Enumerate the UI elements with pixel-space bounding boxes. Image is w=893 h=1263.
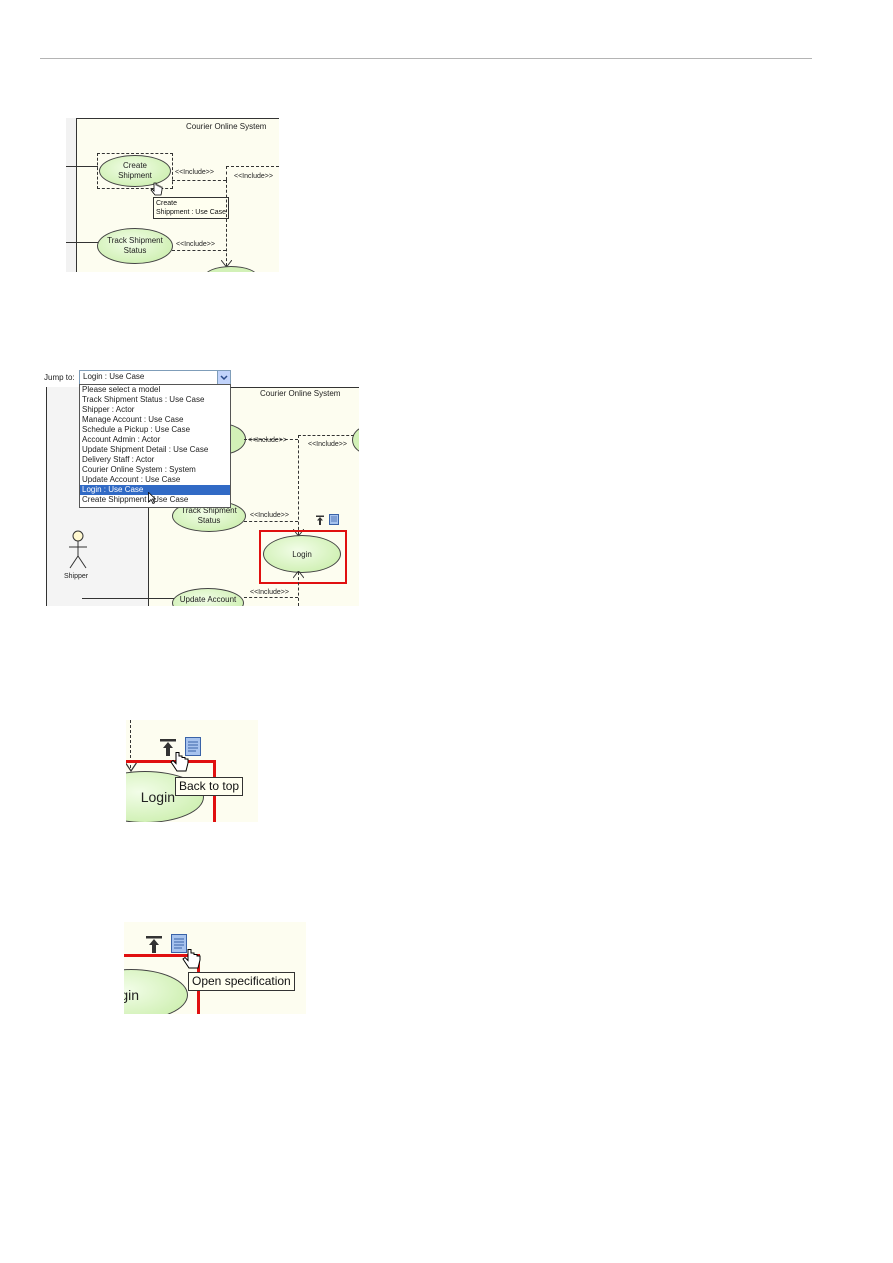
mouse-pointer-icon — [148, 492, 156, 504]
include-line-3v — [226, 180, 227, 266]
screenshot-usecase-tooltip: Courier Online System Create Shipment <<… — [66, 118, 279, 272]
hand-cursor-icon — [182, 949, 201, 969]
usecase-label: Track Shipment Status — [181, 506, 237, 525]
combobox-dropdown-button[interactable] — [217, 371, 230, 384]
system-boundary-top — [76, 118, 279, 119]
open-specification-tooltip: Open specification — [188, 972, 295, 991]
dropdown-option[interactable]: Account Admin : Actor — [82, 435, 161, 444]
include-line-1v — [226, 166, 227, 180]
back-to-top-icon[interactable] — [315, 515, 325, 525]
actor-label: Shipper — [64, 573, 89, 580]
selection-box — [97, 153, 173, 189]
screenshot-back-to-top: Login Back to top — [126, 720, 258, 822]
open-specification-icon[interactable] — [329, 514, 339, 525]
include-label-a: <<Include>> — [248, 437, 287, 444]
hand-cursor-icon — [150, 182, 163, 196]
dropdown-option[interactable]: Manage Account : Use Case — [82, 415, 184, 424]
include-label-c: <<Include>> — [176, 241, 215, 248]
actor-lane — [66, 118, 76, 272]
usecase-partial — [204, 266, 258, 272]
usecase-label: Login — [140, 789, 175, 805]
include-line-1 — [172, 180, 226, 181]
dropdown-option[interactable]: Courier Online System : System — [82, 465, 196, 474]
page-header-rule — [40, 58, 812, 59]
dropdown-option[interactable]: Please select a model — [82, 385, 161, 394]
system-title: Courier Online System — [260, 389, 341, 398]
include-line-2 — [298, 435, 354, 436]
include-label-b: <<Include>> — [308, 441, 347, 448]
dropdown-option[interactable]: Schedule a Pickup : Use Case — [82, 425, 191, 434]
system-boundary-left — [76, 118, 77, 272]
dropdown-option[interactable]: Create Shippment : Use Case — [82, 495, 189, 504]
include-line-2 — [226, 166, 279, 167]
usecase-label: Track Shipment Status — [107, 236, 163, 255]
dropdown-option[interactable]: Shipper : Actor — [82, 405, 135, 414]
include-line-5 — [244, 597, 298, 598]
include-line-3 — [244, 521, 298, 522]
usecase-track-shipment[interactable]: Track Shipment Status — [97, 228, 173, 264]
usecase-label: Login — [292, 549, 312, 559]
usecase-create-shipment[interactable]: Create Shipment — [99, 155, 171, 187]
back-to-top-icon[interactable] — [159, 738, 177, 756]
association-line — [66, 166, 98, 167]
dropdown-option[interactable]: Login : Use Case — [80, 485, 230, 495]
jump-to-combobox[interactable]: Login : Use Case — [79, 370, 231, 385]
dropdown-option[interactable]: Track Shipment Status : Use Case — [82, 395, 205, 404]
usecase-label: Update Account — [179, 595, 237, 604]
actor-stick-figure-icon — [69, 530, 87, 569]
include-label-a: <<Include>> — [175, 169, 214, 176]
usecase-label: Create Shipment — [118, 161, 152, 180]
hand-cursor-icon — [170, 752, 189, 772]
dropdown-option[interactable]: Update Account : Use Case — [82, 475, 181, 484]
association-line — [82, 598, 174, 599]
dropdown-option[interactable]: Update Shipment Detail : Use Case — [82, 445, 209, 454]
include-line-3 — [172, 250, 226, 251]
usecase-label: gin — [124, 987, 139, 1003]
system-boundary-top — [148, 387, 359, 388]
combobox-value: Login : Use Case — [83, 372, 145, 381]
include-label-b: <<Include>> — [234, 173, 273, 180]
association-line — [66, 242, 98, 243]
open-specification-icon[interactable] — [171, 934, 187, 953]
dropdown-option[interactable]: Delivery Staff : Actor — [82, 455, 155, 464]
screenshot-jump-to: Jump to: Login : Use Case Courier Online… — [44, 368, 359, 606]
system-title: Courier Online System — [186, 122, 267, 131]
highlight-frame — [259, 530, 347, 584]
usecase-login[interactable]: Login — [263, 535, 341, 573]
open-specification-icon[interactable] — [185, 737, 201, 756]
include-line-1 — [244, 439, 298, 440]
screenshot-open-specification: gin Open specification — [124, 922, 306, 1014]
usecase-tooltip: Create Shippment : Use Case — [153, 197, 230, 219]
back-to-top-icon[interactable] — [145, 935, 163, 953]
include-label-c: <<Include>> — [250, 512, 289, 519]
include-line-4v — [298, 572, 299, 606]
jump-to-label: Jump to: — [44, 373, 75, 382]
include-line-v — [130, 720, 131, 768]
include-label-d: <<Include>> — [250, 589, 289, 596]
canvas-left-border — [46, 387, 47, 606]
arrow-head-icon — [293, 571, 304, 579]
chevron-down-icon — [220, 375, 228, 381]
back-to-top-tooltip: Back to top — [175, 777, 244, 796]
include-line-1v — [298, 435, 299, 535]
